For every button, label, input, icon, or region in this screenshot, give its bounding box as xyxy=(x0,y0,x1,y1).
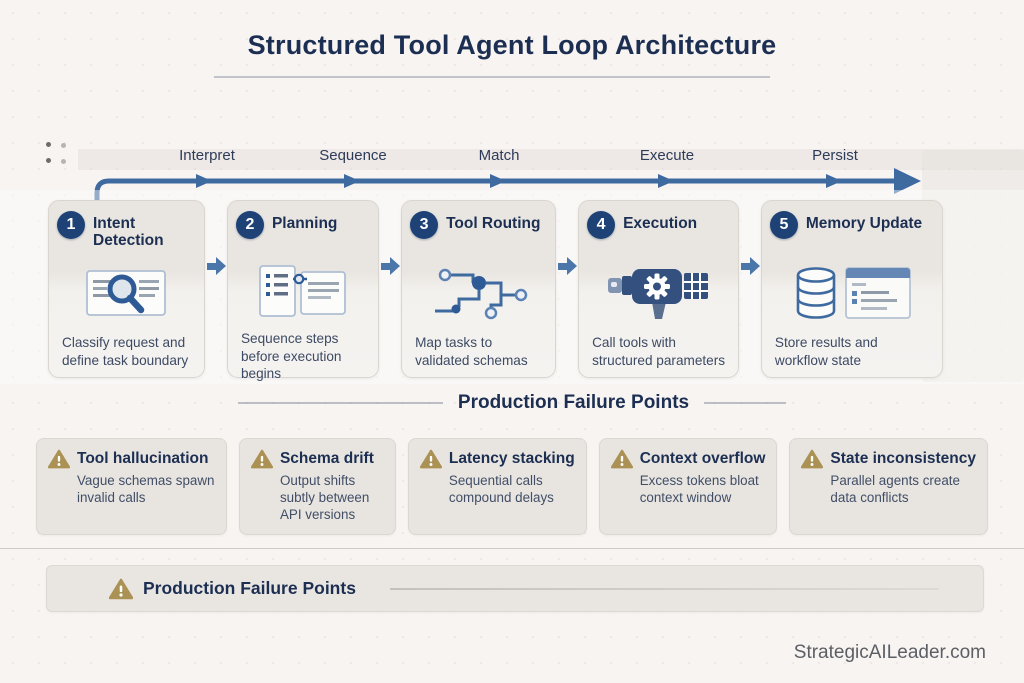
warning-icon xyxy=(801,449,824,469)
step-title: Execution xyxy=(623,215,698,232)
watermark: StrategicAILeader.com xyxy=(793,642,986,663)
timeline-label-match: Match xyxy=(478,147,520,164)
step-number-badge: 2 xyxy=(235,211,264,239)
decorative-dots xyxy=(46,142,51,147)
loop-arrow-line xyxy=(94,168,921,211)
failure-banner: Production Failure Points xyxy=(46,565,984,612)
step-description: Store results and workflow state xyxy=(774,335,878,368)
flow-arrow-icon xyxy=(739,257,761,275)
failure-heading-row: Production Failure Points xyxy=(0,392,1024,414)
flow-arrow-icon xyxy=(205,257,227,275)
step-card-tool-routing: 3 Tool Routing Map tasks to validated xyxy=(401,200,557,378)
timeline-label-execute: Execute xyxy=(639,147,695,164)
title-underline xyxy=(214,76,770,78)
step-description: Call tools with structured parameters xyxy=(592,335,726,368)
step-card-memory-update: 5 Memory Update Store results and wor xyxy=(760,200,944,378)
step-title: Planning xyxy=(271,215,338,232)
failure-description: Excess tokens bloat context window xyxy=(639,473,759,506)
failure-title: Schema drift xyxy=(279,450,374,467)
banner-label: Production Failure Points xyxy=(143,578,356,598)
failure-cards-row: Tool hallucination Vague schemas spawn i… xyxy=(36,438,988,536)
step-number-badge: 3 xyxy=(410,211,439,239)
step-title: Tool Routing xyxy=(446,215,541,232)
failure-title: Context overflow xyxy=(639,450,766,467)
failure-card-latency-stacking: Latency stacking Sequential calls compou… xyxy=(407,438,587,536)
failure-description: Parallel agents create data conflicts xyxy=(830,473,960,506)
failure-card-context-overflow: Context overflow Excess tokens bloat con… xyxy=(598,438,778,536)
timeline-label-persist: Persist xyxy=(812,147,858,164)
steps-row: 1 Intent Detection Classify request and … xyxy=(48,200,944,381)
warning-icon xyxy=(48,449,70,469)
step-number-badge: 4 xyxy=(587,211,616,239)
failure-title: Tool hallucination xyxy=(77,450,209,467)
banner-rule xyxy=(389,587,939,590)
heading-rule-right xyxy=(704,402,787,404)
warning-icon xyxy=(109,578,133,599)
warning-icon xyxy=(250,449,273,469)
step-card-planning: 2 Planning Sequence steps before executi… xyxy=(226,200,380,381)
warning-icon xyxy=(610,449,633,469)
database-window-icon xyxy=(796,267,911,319)
network-nodes-icon xyxy=(434,268,527,320)
section-divider xyxy=(0,548,1024,549)
step-description: Classify request and define task boundar… xyxy=(62,335,189,368)
step-card-intent-detection: 1 Intent Detection Classify request and … xyxy=(48,200,205,378)
step-description: Sequence steps before execution begins xyxy=(240,331,342,382)
document-search-icon xyxy=(86,270,167,316)
page-title: Structured Tool Agent Loop Architecture xyxy=(247,30,777,60)
flow-arrow-icon xyxy=(556,257,578,275)
step-number-badge: 1 xyxy=(57,211,85,239)
warning-icon xyxy=(419,449,442,469)
step-description: Map tasks to validated schemas xyxy=(415,335,528,368)
failure-card-schema-drift: Schema drift Output shifts subtly betwee… xyxy=(238,438,396,536)
timeline-label-interpret: Interpret xyxy=(179,147,235,164)
power-tool-gear-icon xyxy=(608,269,709,319)
step-card-execution: 4 Execution xyxy=(578,200,739,378)
checklist-notes-icon xyxy=(259,265,346,317)
step-title: Intent Detection xyxy=(93,215,164,250)
failure-description: Output shifts subtly between API version… xyxy=(279,473,370,523)
failure-card-tool-hallucination: Tool hallucination Vague schemas spawn i… xyxy=(36,438,227,536)
failure-title: Latency stacking xyxy=(448,450,575,467)
timeline-label-sequence: Sequence xyxy=(319,147,387,164)
step-title: Memory Update xyxy=(805,215,923,232)
step-number-badge: 5 xyxy=(769,211,798,239)
failure-heading: Production Failure Points xyxy=(457,392,690,413)
failure-description: Sequential calls compound delays xyxy=(448,473,554,506)
failure-description: Vague schemas spawn invalid calls xyxy=(77,473,215,506)
timeline-background-band xyxy=(78,149,1024,170)
failure-title: State inconsistency xyxy=(830,450,976,467)
flow-arrow-icon xyxy=(379,257,401,275)
failure-card-state-inconsistency: State inconsistency Parallel agents crea… xyxy=(789,438,988,536)
heading-rule-left xyxy=(237,402,443,404)
